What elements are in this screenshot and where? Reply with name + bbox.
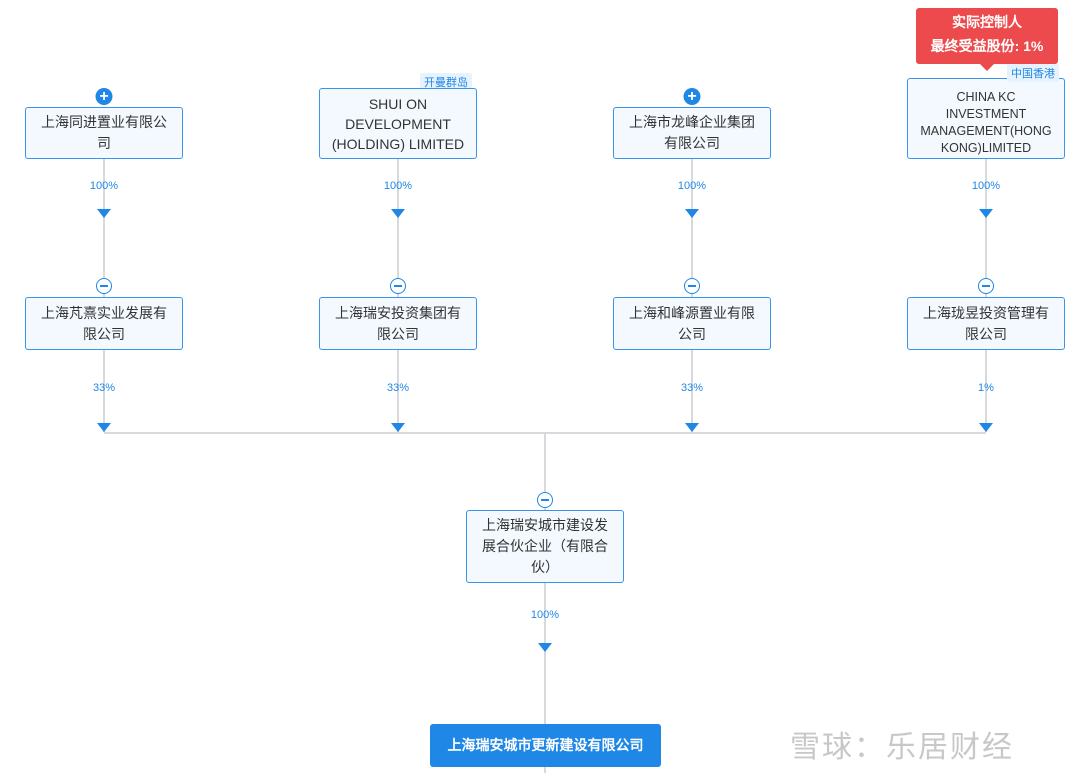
expand-plus-icon[interactable]: + bbox=[683, 88, 701, 105]
share-pct: 1% bbox=[978, 382, 994, 394]
target-company-node[interactable]: 上海瑞安城市更新建设有限公司 bbox=[430, 724, 661, 767]
region-tag: 开曼群岛 bbox=[420, 73, 472, 91]
collapse-minus-icon[interactable] bbox=[684, 278, 700, 294]
collapse-minus-icon[interactable] bbox=[978, 278, 994, 294]
share-pct: 33% bbox=[386, 382, 410, 394]
actual-controller-badge: 实际控制人最终受益股份: 1% bbox=[916, 8, 1058, 71]
collapse-minus-icon[interactable] bbox=[537, 492, 553, 508]
share-pct: 100% bbox=[971, 180, 1001, 192]
arrow-down-icon bbox=[391, 423, 405, 432]
arrow-down-icon bbox=[979, 209, 993, 218]
connector bbox=[397, 158, 399, 432]
arrow-down-icon bbox=[97, 423, 111, 432]
intermediate-node[interactable]: 上海和峰源置业有限公司 bbox=[613, 297, 771, 350]
shareholder-node[interactable]: 上海同进置业有限公司 bbox=[25, 107, 183, 159]
badge-title: 实际控制人 bbox=[952, 14, 1022, 30]
arrow-down-icon bbox=[685, 209, 699, 218]
share-pct: 33% bbox=[92, 382, 116, 394]
collapse-minus-icon[interactable] bbox=[390, 278, 406, 294]
connector bbox=[691, 158, 693, 432]
share-pct: 100% bbox=[383, 180, 413, 192]
share-pct: 100% bbox=[530, 609, 560, 621]
intermediate-node[interactable]: 上海芃熹实业发展有限公司 bbox=[25, 297, 183, 350]
connector bbox=[985, 158, 987, 432]
arrow-down-icon bbox=[685, 423, 699, 432]
share-pct: 100% bbox=[677, 180, 707, 192]
arrow-down-icon bbox=[979, 423, 993, 432]
shareholder-node[interactable]: SHUI ON DEVELOPMENT (HOLDING) LIMITED bbox=[319, 88, 477, 159]
share-pct: 100% bbox=[89, 180, 119, 192]
shareholder-node[interactable]: 上海市龙峰企业集团有限公司 bbox=[613, 107, 771, 159]
arrow-down-icon bbox=[538, 643, 552, 652]
connector bbox=[544, 432, 546, 773]
intermediate-node[interactable]: 上海瑞安投资集团有限公司 bbox=[319, 297, 477, 350]
intermediate-node[interactable]: 上海珑昱投资管理有限公司 bbox=[907, 297, 1065, 350]
arrow-down-icon bbox=[391, 209, 405, 218]
arrow-down-icon bbox=[97, 209, 111, 218]
partnership-node[interactable]: 上海瑞安城市建设发展合伙企业（有限合伙） bbox=[466, 510, 624, 583]
share-pct: 33% bbox=[680, 382, 704, 394]
expand-plus-icon[interactable]: + bbox=[95, 88, 113, 105]
collapse-minus-icon[interactable] bbox=[96, 278, 112, 294]
watermark: 雪球：乐居财经 bbox=[790, 731, 1014, 764]
region-tag: 中国香港 bbox=[1007, 64, 1059, 82]
connector bbox=[103, 158, 105, 432]
badge-share: 最终受益股份: 1% bbox=[930, 38, 1044, 54]
shareholder-node[interactable]: CHINA KC INVESTMENT MANAGEMENT(HONG KONG… bbox=[907, 78, 1065, 159]
